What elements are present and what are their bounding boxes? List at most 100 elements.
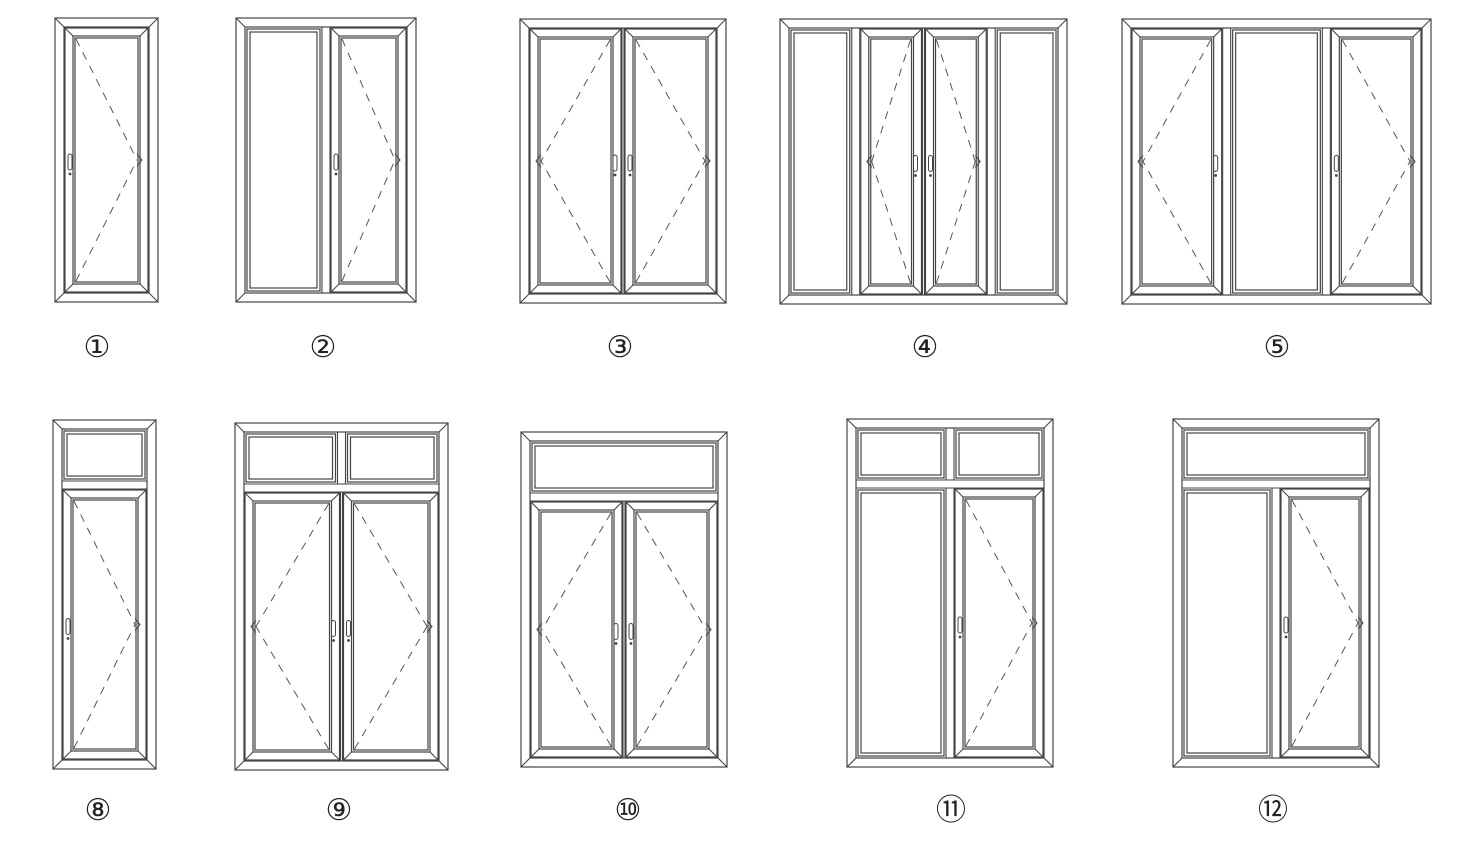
frame-line [529,28,622,294]
miter-line [1412,28,1422,38]
opening-direction-line [871,161,911,284]
opening-direction-line [255,626,329,750]
miter-line [429,751,439,761]
opening-direction-line [871,39,911,162]
window-type-label: ⑫ [1258,793,1288,828]
miter-line [530,501,540,511]
casement-sash [64,27,149,293]
handle-icon [928,155,933,177]
miter-line [717,757,728,768]
miter-line [146,419,157,430]
glass-line [1141,38,1213,285]
frame-line [72,35,141,285]
transom-pane [531,442,717,492]
frame-line [350,500,431,753]
hinge-marker-icon [536,623,543,636]
miter-line [1330,285,1340,295]
handle-icon [628,623,634,645]
miter-line [429,492,439,502]
opening-direction-line [965,622,1033,747]
handle-lock [347,639,350,642]
transom-glass [534,445,714,489]
frame-line [962,496,1036,750]
glass-line [352,502,429,751]
miter-line [1057,294,1068,305]
opening-direction-line [1291,622,1359,747]
handle-icon [331,620,336,642]
opening-direction-line [541,512,612,630]
miter-line [613,748,623,758]
casement-sash [625,501,718,758]
frame-line [633,509,710,750]
transom-glass [860,432,942,476]
fixed-panel [1183,489,1271,757]
fixed-glass-outer [246,28,321,292]
fixed-glass-inner [793,32,848,291]
handle-icon [1213,155,1219,177]
miter-line [62,750,72,760]
miter-line [612,28,622,38]
glass-line [539,38,612,284]
handle-icon [1283,616,1289,639]
window-type-label: ② [309,330,337,365]
handle-icon [957,616,963,639]
miter-line [139,27,149,37]
handle-grip [928,155,933,172]
frame-line [1280,488,1370,758]
miter-line [148,17,159,28]
frame-line [537,36,614,286]
miter-line [1121,18,1132,29]
handle-grip [913,155,918,172]
frame-line [924,28,987,295]
miter-line [925,285,934,295]
handle-icon [65,618,71,640]
hinge-marker-icon [705,623,712,636]
hinge-marker-icon [136,153,143,167]
opening-direction-line [540,160,611,283]
handle-icon [333,153,339,176]
opening-direction-line [75,159,138,282]
handle-lock [613,173,617,177]
miter-line [1131,28,1141,38]
frame-line [529,440,719,759]
miter-line [330,27,340,37]
opening-direction-line [1341,161,1411,284]
handle-lock [628,173,632,177]
miter-line [330,283,340,293]
miter-line [1172,418,1183,429]
opening-direction-line [73,500,136,625]
miter-line [707,28,717,38]
handle-lock [1284,635,1288,639]
miter-line [519,293,530,304]
miter-line [1213,28,1223,38]
miter-line [529,28,539,38]
miter-line [519,18,530,29]
opening-direction-line [541,629,612,747]
miter-line [331,751,340,761]
miter-line [1360,488,1370,498]
handle-grip [1283,616,1289,634]
miter-line [707,284,717,294]
miter-line [1043,757,1054,768]
window-3 [519,18,727,304]
opening-direction-line [636,629,707,747]
miter-line [438,760,449,771]
handle-grip [627,154,633,172]
miter-line [234,760,245,771]
miter-line [977,285,987,295]
handle-lock [68,172,72,176]
handle-grip [612,154,618,172]
handle-lock [614,642,618,645]
frame-line [64,27,149,293]
handle-icon [612,154,618,177]
handle-grip [331,620,336,637]
miter-line [1369,757,1380,768]
opening-direction-line [965,499,1033,624]
frame-line [244,492,341,761]
miter-line [146,759,157,770]
fixed-panel [857,489,945,757]
opening-direction-line [636,512,707,630]
frame-line [63,26,150,294]
fixed-panel [790,29,851,294]
casement-sash [954,488,1044,758]
